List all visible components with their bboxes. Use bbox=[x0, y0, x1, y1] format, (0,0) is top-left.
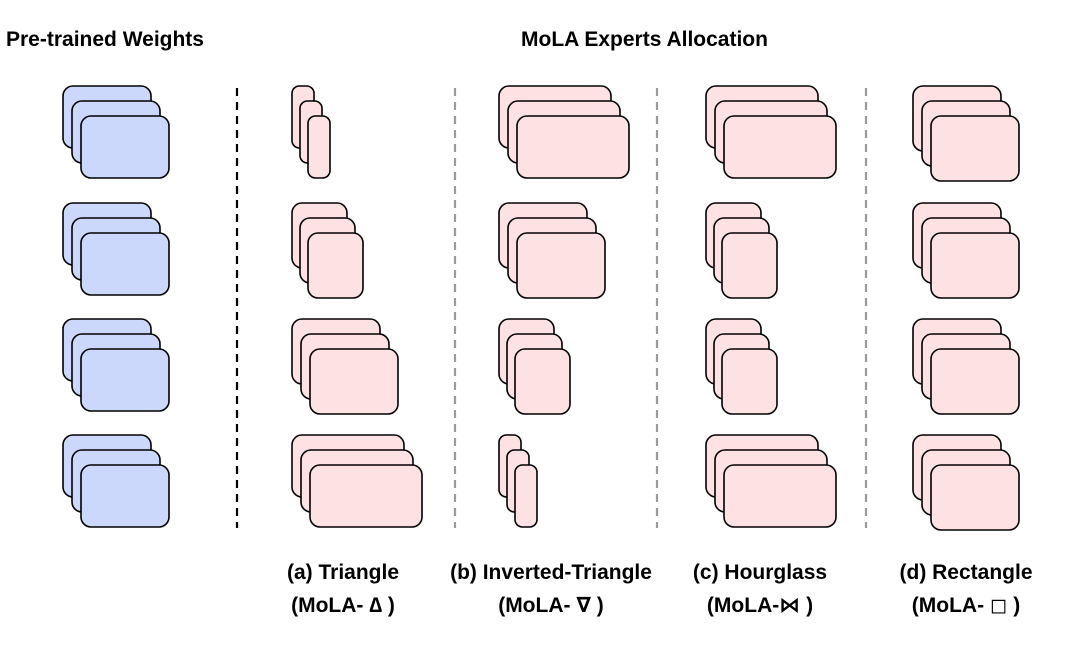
inverted-triangle-layer-1-stack bbox=[498, 85, 630, 179]
rectangle-layer-1-card-3 bbox=[930, 115, 1020, 182]
inverted-triangle-layer-4-stack bbox=[498, 434, 538, 528]
pretrained-layer-2-card-3 bbox=[80, 232, 170, 296]
pretrained-layer-3-card-3 bbox=[80, 348, 170, 412]
rectangle-layer-2-card-3 bbox=[930, 232, 1020, 299]
pretrained-layer-3-stack bbox=[62, 318, 170, 412]
inverted-triangle-layer-1-card-3 bbox=[516, 115, 630, 179]
pretrained-layer-4-stack bbox=[62, 434, 170, 528]
caption-inverted-triangle: (b) Inverted-Triangle (MoLA- ∇ ) bbox=[450, 556, 652, 622]
inverted-triangle-layer-3-card-3 bbox=[514, 348, 571, 415]
hourglass-layer-1-stack bbox=[705, 85, 837, 179]
rectangle-layer-3-stack bbox=[912, 318, 1020, 415]
triangle-layer-1-stack bbox=[291, 85, 331, 179]
caption-rectangle-title: (d) Rectangle bbox=[899, 561, 1033, 584]
rectangle-layer-2-stack bbox=[912, 202, 1020, 299]
inverted-triangle-layer-3-stack bbox=[498, 318, 571, 415]
pretrained-heading: Pre-trained Weights bbox=[6, 28, 204, 51]
hourglass-layer-2-card-3 bbox=[721, 232, 778, 299]
inverted-triangle-layer-2-card-3 bbox=[516, 232, 606, 299]
hourglass-layer-3-card-3 bbox=[721, 348, 778, 415]
caption-hourglass-title: (c) Hourglass bbox=[692, 561, 828, 584]
triangle-layer-1-card-3 bbox=[307, 115, 331, 179]
pretrained-layer-1-card-3 bbox=[80, 115, 170, 179]
triangle-layer-4-stack bbox=[291, 434, 423, 528]
caption-hourglass-notation: (MoLA-⋈ ) bbox=[706, 594, 814, 617]
caption-inverted-triangle-notation: (MoLA- ∇ ) bbox=[498, 594, 604, 617]
hourglass-layer-1-card-3 bbox=[723, 115, 837, 179]
rectangle-layer-4-stack bbox=[912, 434, 1020, 531]
inverted-triangle-layer-4-card-3 bbox=[514, 464, 538, 528]
hourglass-layer-4-stack bbox=[705, 434, 837, 528]
pretrained-layer-1-stack bbox=[62, 85, 170, 179]
caption-rectangle-notation: (MoLA- ◻ ) bbox=[911, 594, 1021, 617]
hourglass-layer-4-card-3 bbox=[723, 464, 837, 528]
triangle-layer-3-stack bbox=[291, 318, 399, 415]
allocation-heading: MoLA Experts Allocation bbox=[521, 28, 768, 51]
pretrained-layer-4-card-3 bbox=[80, 464, 170, 528]
triangle-layer-2-stack bbox=[291, 202, 364, 299]
caption-inverted-triangle-title: (b) Inverted-Triangle bbox=[450, 561, 652, 584]
triangle-layer-4-card-3 bbox=[309, 464, 423, 528]
caption-hourglass: (c) Hourglass (MoLA-⋈ ) bbox=[693, 556, 827, 622]
hourglass-layer-2-stack bbox=[705, 202, 778, 299]
triangle-layer-3-card-3 bbox=[309, 348, 399, 415]
hourglass-layer-3-stack bbox=[705, 318, 778, 415]
caption-triangle-notation: (MoLA- ∆ ) bbox=[291, 594, 395, 617]
pretrained-layer-2-stack bbox=[62, 202, 170, 296]
triangle-layer-2-card-3 bbox=[307, 232, 364, 299]
rectangle-layer-4-card-3 bbox=[930, 464, 1020, 531]
rectangle-layer-1-stack bbox=[912, 85, 1020, 182]
inverted-triangle-layer-2-stack bbox=[498, 202, 606, 299]
caption-triangle: (a) Triangle (MoLA- ∆ ) bbox=[287, 556, 399, 622]
caption-rectangle: (d) Rectangle (MoLA- ◻ ) bbox=[899, 556, 1032, 622]
caption-triangle-title: (a) Triangle bbox=[286, 561, 400, 584]
rectangle-layer-3-card-3 bbox=[930, 348, 1020, 415]
